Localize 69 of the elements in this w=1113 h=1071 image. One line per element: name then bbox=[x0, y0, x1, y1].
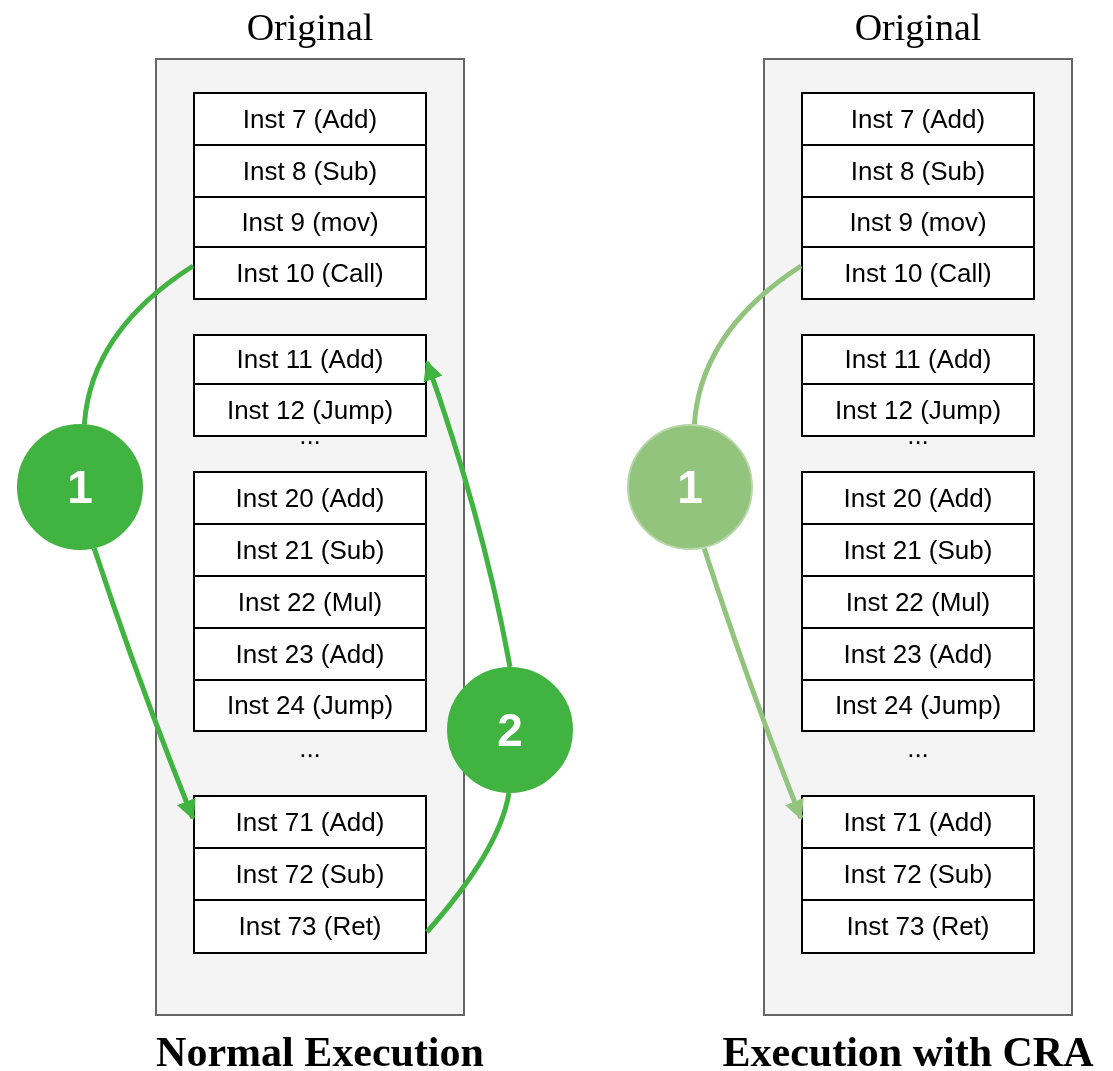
instruction-box bbox=[801, 523, 1035, 577]
instruction-text: Inst 21 (Sub) bbox=[235, 534, 385, 566]
instruction-box bbox=[193, 471, 427, 525]
instruction-text: Inst 7 (Add) bbox=[242, 103, 378, 135]
instruction-text: Inst 24 (Jump) bbox=[226, 690, 394, 721]
arrow bbox=[423, 360, 513, 668]
instruction-box bbox=[193, 144, 427, 198]
instruction-text: Inst 20 (Add) bbox=[235, 482, 385, 514]
instruction-text: Inst 11 (Add) bbox=[844, 344, 992, 375]
instruction-box bbox=[801, 383, 1035, 437]
step-number: 2 bbox=[497, 703, 523, 757]
connector-line bbox=[81, 263, 195, 425]
instruction-box bbox=[801, 246, 1035, 300]
instruction-box bbox=[193, 679, 427, 732]
instruction-box bbox=[801, 196, 1035, 248]
panel-caption: Execution with CRA bbox=[722, 1028, 1094, 1071]
instruction-box bbox=[801, 795, 1035, 849]
instruction-box bbox=[193, 795, 427, 849]
instruction-text: Inst 23 (Add) bbox=[843, 638, 993, 670]
instruction-text: Inst 73 (Ret) bbox=[238, 911, 382, 942]
instruction-text: Inst 7 (Add) bbox=[850, 103, 986, 135]
instruction-text: Inst 71 (Add) bbox=[235, 806, 385, 838]
instruction-text: Inst 8 (Sub) bbox=[850, 155, 986, 187]
ellipsis-text: ... bbox=[299, 733, 321, 764]
step-number: 1 bbox=[677, 460, 703, 514]
instruction-box bbox=[193, 847, 427, 901]
instruction-text: Inst 72 (Sub) bbox=[235, 858, 385, 890]
instruction-box bbox=[801, 92, 1035, 146]
panel-caption: Normal Execution bbox=[156, 1028, 484, 1071]
step-number: 1 bbox=[67, 460, 93, 514]
instruction-text: Inst 8 (Sub) bbox=[242, 155, 378, 187]
instruction-box bbox=[193, 627, 427, 681]
instruction-text: Inst 71 (Add) bbox=[843, 806, 993, 838]
instruction-text: Inst 22 (Mul) bbox=[845, 586, 991, 618]
instruction-box bbox=[193, 334, 427, 385]
instruction-text: Inst 20 (Add) bbox=[843, 482, 993, 514]
instruction-box bbox=[801, 679, 1035, 732]
instruction-box bbox=[801, 899, 1035, 954]
instruction-text: Inst 9 (mov) bbox=[241, 206, 379, 238]
instruction-box bbox=[193, 575, 427, 629]
instruction-text: Inst 10 (Call) bbox=[236, 257, 384, 289]
instruction-text: Inst 11 (Add) bbox=[236, 344, 384, 375]
instruction-box bbox=[193, 92, 427, 146]
ellipsis-text: ... bbox=[907, 733, 929, 764]
instruction-box bbox=[193, 196, 427, 248]
instruction-text: Inst 22 (Mul) bbox=[237, 586, 383, 618]
panel-heading: Original bbox=[853, 5, 983, 50]
instruction-box bbox=[193, 246, 427, 300]
instruction-text: Inst 73 (Ret) bbox=[846, 911, 990, 942]
panel-heading: Original bbox=[245, 5, 375, 50]
instruction-box bbox=[801, 627, 1035, 681]
instruction-text: Inst 9 (mov) bbox=[849, 206, 987, 238]
instruction-text: Inst 10 (Call) bbox=[844, 257, 992, 289]
instruction-box bbox=[193, 383, 427, 437]
arrow bbox=[91, 547, 196, 821]
connector-line bbox=[691, 263, 803, 425]
arrow bbox=[701, 547, 804, 821]
instruction-box bbox=[801, 847, 1035, 901]
instruction-box bbox=[801, 575, 1035, 629]
instruction-text: Inst 21 (Sub) bbox=[843, 534, 993, 566]
instruction-box bbox=[801, 144, 1035, 198]
connector-line bbox=[425, 792, 512, 934]
instruction-box bbox=[801, 334, 1035, 385]
instruction-text: Inst 23 (Add) bbox=[235, 638, 385, 670]
instruction-text: Inst 72 (Sub) bbox=[843, 858, 993, 890]
instruction-box bbox=[801, 471, 1035, 525]
instruction-box bbox=[193, 523, 427, 577]
instruction-box bbox=[193, 899, 427, 954]
instruction-text: Inst 24 (Jump) bbox=[834, 690, 1002, 721]
